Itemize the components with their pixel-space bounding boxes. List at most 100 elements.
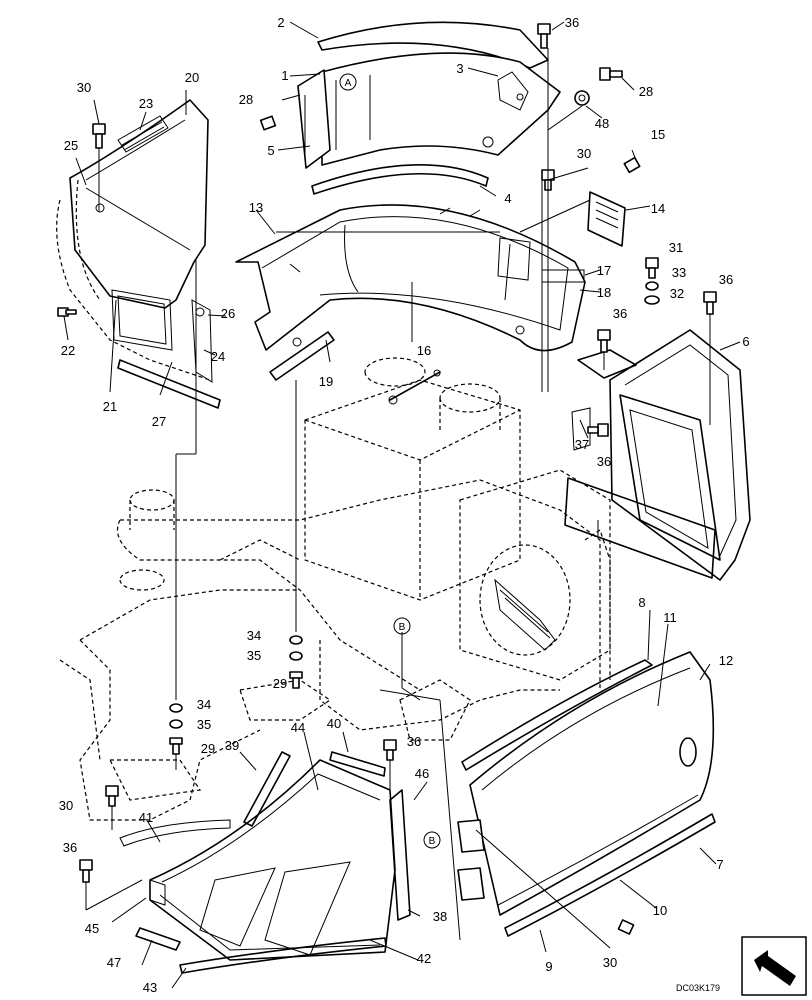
bolt-29-mid [289, 671, 303, 689]
part-label-p42: 42 [417, 951, 431, 966]
bolt-36-lower [383, 739, 397, 761]
part-label-p6: 6 [742, 334, 749, 349]
left-front-cover [56, 99, 221, 409]
bolt-36-mid [597, 329, 611, 353]
fuel-tank-dashed [304, 357, 611, 681]
part-label-p30d: 30 [603, 955, 617, 970]
bolt-hardware [57, 23, 717, 935]
ref-mark-b-upper-text: B [399, 622, 406, 633]
bolt-36-top [537, 23, 551, 49]
part-label-p2: 2 [277, 15, 284, 30]
part-label-p35a: 35 [247, 648, 261, 663]
leader-lines [63, 21, 741, 989]
bolt-30-bottom [617, 919, 635, 935]
frame-dashed-outline [59, 479, 601, 821]
right-side-panel [564, 329, 751, 581]
part-label-p3: 3 [456, 61, 463, 76]
washer-34-left [169, 703, 183, 713]
part-label-p36e: 36 [407, 734, 421, 749]
part-label-p8: 8 [638, 595, 645, 610]
part-label-p25: 25 [64, 138, 78, 153]
ref-marks: A B B [345, 78, 441, 849]
washer-32 [644, 295, 660, 305]
part-label-p15: 15 [651, 127, 665, 142]
part-label-p48: 48 [595, 116, 609, 131]
part-label-p27: 27 [152, 414, 166, 429]
part-label-p24: 24 [211, 349, 225, 364]
bolt-28-left [259, 115, 277, 131]
part-label-p29a: 29 [273, 676, 287, 691]
part-label-p36d: 36 [597, 454, 611, 469]
part-label-p28b: 28 [639, 84, 653, 99]
part-label-p30b: 30 [577, 146, 591, 161]
part-label-p18: 18 [597, 285, 611, 300]
part-label-p26: 26 [221, 306, 235, 321]
part-label-p14: 14 [651, 201, 665, 216]
part-label-p17: 17 [597, 263, 611, 278]
part-label-p38: 38 [433, 909, 447, 924]
part-label-p41: 41 [139, 810, 153, 825]
part-label-p7: 7 [716, 857, 723, 872]
part-label-p19: 19 [319, 374, 333, 389]
ref-mark-a-text: A [345, 78, 352, 89]
part-label-p13: 13 [249, 200, 263, 215]
part-label-p16: 16 [417, 343, 431, 358]
stay-bar [388, 369, 441, 405]
part-label-p12: 12 [719, 653, 733, 668]
bolt-28-right [599, 67, 623, 81]
part-label-p36b: 36 [719, 272, 733, 287]
washer-48 [574, 90, 590, 106]
inspection-lid [587, 191, 626, 247]
part-label-p34b: 34 [197, 697, 211, 712]
part-label-p37: 37 [575, 437, 589, 452]
bolt-36-low [587, 423, 609, 437]
part-label-p31: 31 [669, 240, 683, 255]
arrow-navigation-icon[interactable] [741, 936, 807, 996]
part-label-p30a: 30 [77, 80, 91, 95]
ref-mark-b-lower [423, 831, 441, 849]
part-label-p29b: 29 [201, 741, 215, 756]
bolt-36-right [703, 291, 717, 315]
bolt-29-left [169, 737, 183, 755]
left-bottom-cover [119, 751, 411, 974]
part-label-p20: 20 [185, 70, 199, 85]
part-label-p45: 45 [85, 921, 99, 936]
part-label-p22: 22 [61, 343, 75, 358]
part-label-p36c: 36 [613, 306, 627, 321]
part-label-p47: 47 [107, 955, 121, 970]
part-label-p32: 32 [670, 286, 684, 301]
bolt-30-left [92, 123, 106, 149]
part-label-p39: 39 [225, 738, 239, 753]
part-label-p10: 10 [653, 903, 667, 918]
part-label-p28a: 28 [239, 92, 253, 107]
part-label-p9: 9 [545, 959, 552, 974]
part-label-p21: 21 [103, 399, 117, 414]
center-frame-cover [235, 204, 586, 381]
washer-35-mid [289, 651, 303, 661]
part-label-p46: 46 [415, 766, 429, 781]
part-label-p34a: 34 [247, 628, 261, 643]
part-label-p44: 44 [291, 720, 305, 735]
part-label-p35b: 35 [197, 717, 211, 732]
part-label-p36a: 36 [565, 15, 579, 30]
radiator-fan [479, 529, 611, 680]
bolt-31 [645, 257, 659, 279]
drawing-code: DC03K179 [676, 983, 720, 993]
bolt-15 [623, 156, 641, 174]
part-label-p30c: 30 [59, 798, 73, 813]
washer-33 [645, 281, 659, 291]
part-label-p11: 11 [663, 610, 677, 625]
washer-34-mid [289, 635, 303, 645]
part-label-p1: 1 [281, 68, 288, 83]
bolt-22 [57, 307, 77, 317]
part-label-p5: 5 [267, 143, 274, 158]
bolt-36-leftlow [79, 859, 93, 883]
part-label-p43: 43 [143, 980, 157, 995]
part-label-p33: 33 [672, 265, 686, 280]
ref-mark-b-lower-text: B [429, 836, 436, 847]
right-bottom-cover [457, 651, 716, 937]
washer-35-left [169, 719, 183, 729]
